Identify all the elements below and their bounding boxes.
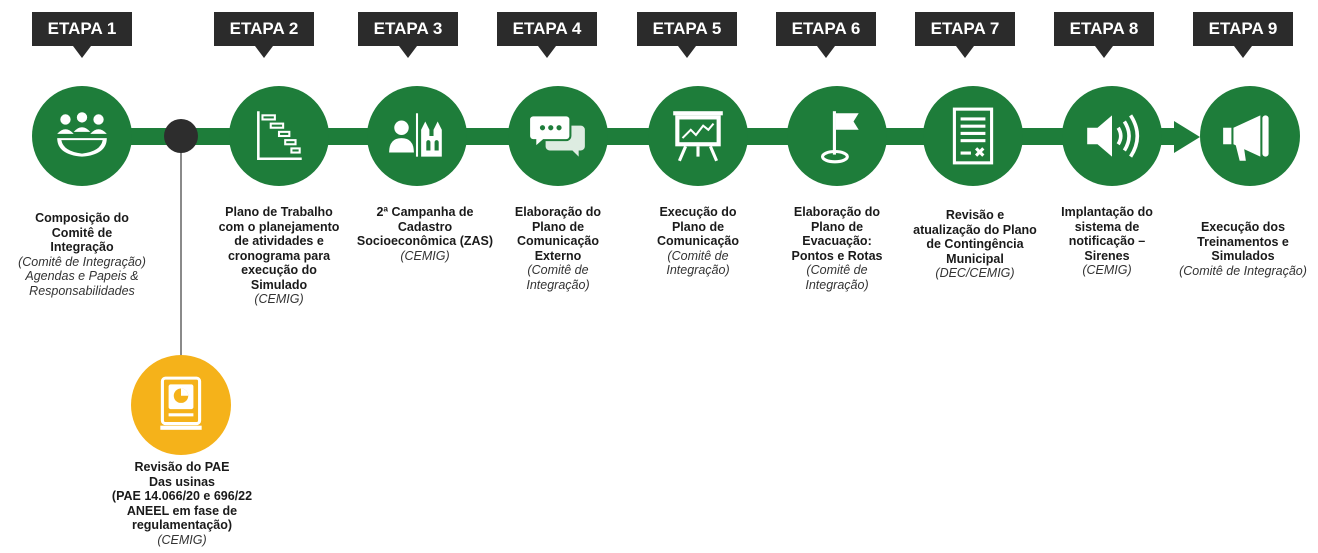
stage-circle-1 bbox=[32, 86, 132, 186]
stage-tag-9: ETAPA 9 bbox=[1193, 12, 1293, 58]
stage-tag-1: ETAPA 1 bbox=[32, 12, 132, 58]
stage-circle-3 bbox=[367, 86, 467, 186]
timeline-line bbox=[80, 128, 1180, 145]
stage-circle-2 bbox=[229, 86, 329, 186]
stage-label-1: Composição do Comitê de Integração(Comit… bbox=[18, 211, 146, 298]
flag-pin-icon bbox=[820, 111, 859, 164]
branch-connector-line bbox=[180, 150, 182, 375]
presentation-board-icon bbox=[673, 111, 723, 162]
stage-label-7: Revisão e atualização do Plano de Contin… bbox=[913, 208, 1037, 280]
branch-junction-dot bbox=[164, 119, 198, 153]
stage-label-9: Execução dos Treinamentos e Simulados(Co… bbox=[1179, 220, 1307, 278]
stage-circle-8 bbox=[1062, 86, 1162, 186]
stage-tag-3: ETAPA 3 bbox=[358, 12, 458, 58]
document-sign-icon bbox=[952, 107, 994, 165]
stage-tag-7: ETAPA 7 bbox=[915, 12, 1015, 58]
chat-bubbles-icon bbox=[528, 114, 585, 157]
stage-label-5: Execução do Plano de Comunicação(Comitê … bbox=[657, 205, 739, 277]
stage-label-8: Implantação do sistema de notificação – … bbox=[1061, 205, 1153, 277]
megaphone-icon bbox=[1223, 115, 1269, 161]
group-meeting-icon bbox=[57, 112, 107, 157]
gantt-chart-icon bbox=[257, 111, 302, 161]
stage-label-3: 2ª Campanha de Cadastro Socioeconômica (… bbox=[356, 205, 494, 263]
stage-circle-9 bbox=[1200, 86, 1300, 186]
stage-tag-4: ETAPA 4 bbox=[497, 12, 597, 58]
person-church-icon bbox=[389, 113, 442, 157]
branch-label: Revisão do PAE Das usinas (PAE 14.066/20… bbox=[111, 460, 253, 547]
stage-circle-4 bbox=[508, 86, 608, 186]
stage-circle-6 bbox=[787, 86, 887, 186]
stage-circle-5 bbox=[648, 86, 748, 186]
stage-label-6: Elaboração do Plano de Evacuação: Pontos… bbox=[791, 205, 883, 292]
stage-tag-2: ETAPA 2 bbox=[214, 12, 314, 58]
speaker-icon bbox=[1087, 114, 1140, 158]
branch-circle bbox=[131, 355, 231, 455]
stage-label-4: Elaboração do Plano de Comunicação Exter… bbox=[514, 205, 602, 292]
stage-circle-7 bbox=[923, 86, 1023, 186]
stage-tag-5: ETAPA 5 bbox=[637, 12, 737, 58]
stage-label-2: Plano de Trabalho com o planejamento de … bbox=[218, 205, 340, 306]
manual-book-icon bbox=[160, 376, 202, 430]
timeline-arrowhead bbox=[1174, 121, 1200, 153]
stage-tag-8: ETAPA 8 bbox=[1054, 12, 1154, 58]
stage-tag-6: ETAPA 6 bbox=[776, 12, 876, 58]
